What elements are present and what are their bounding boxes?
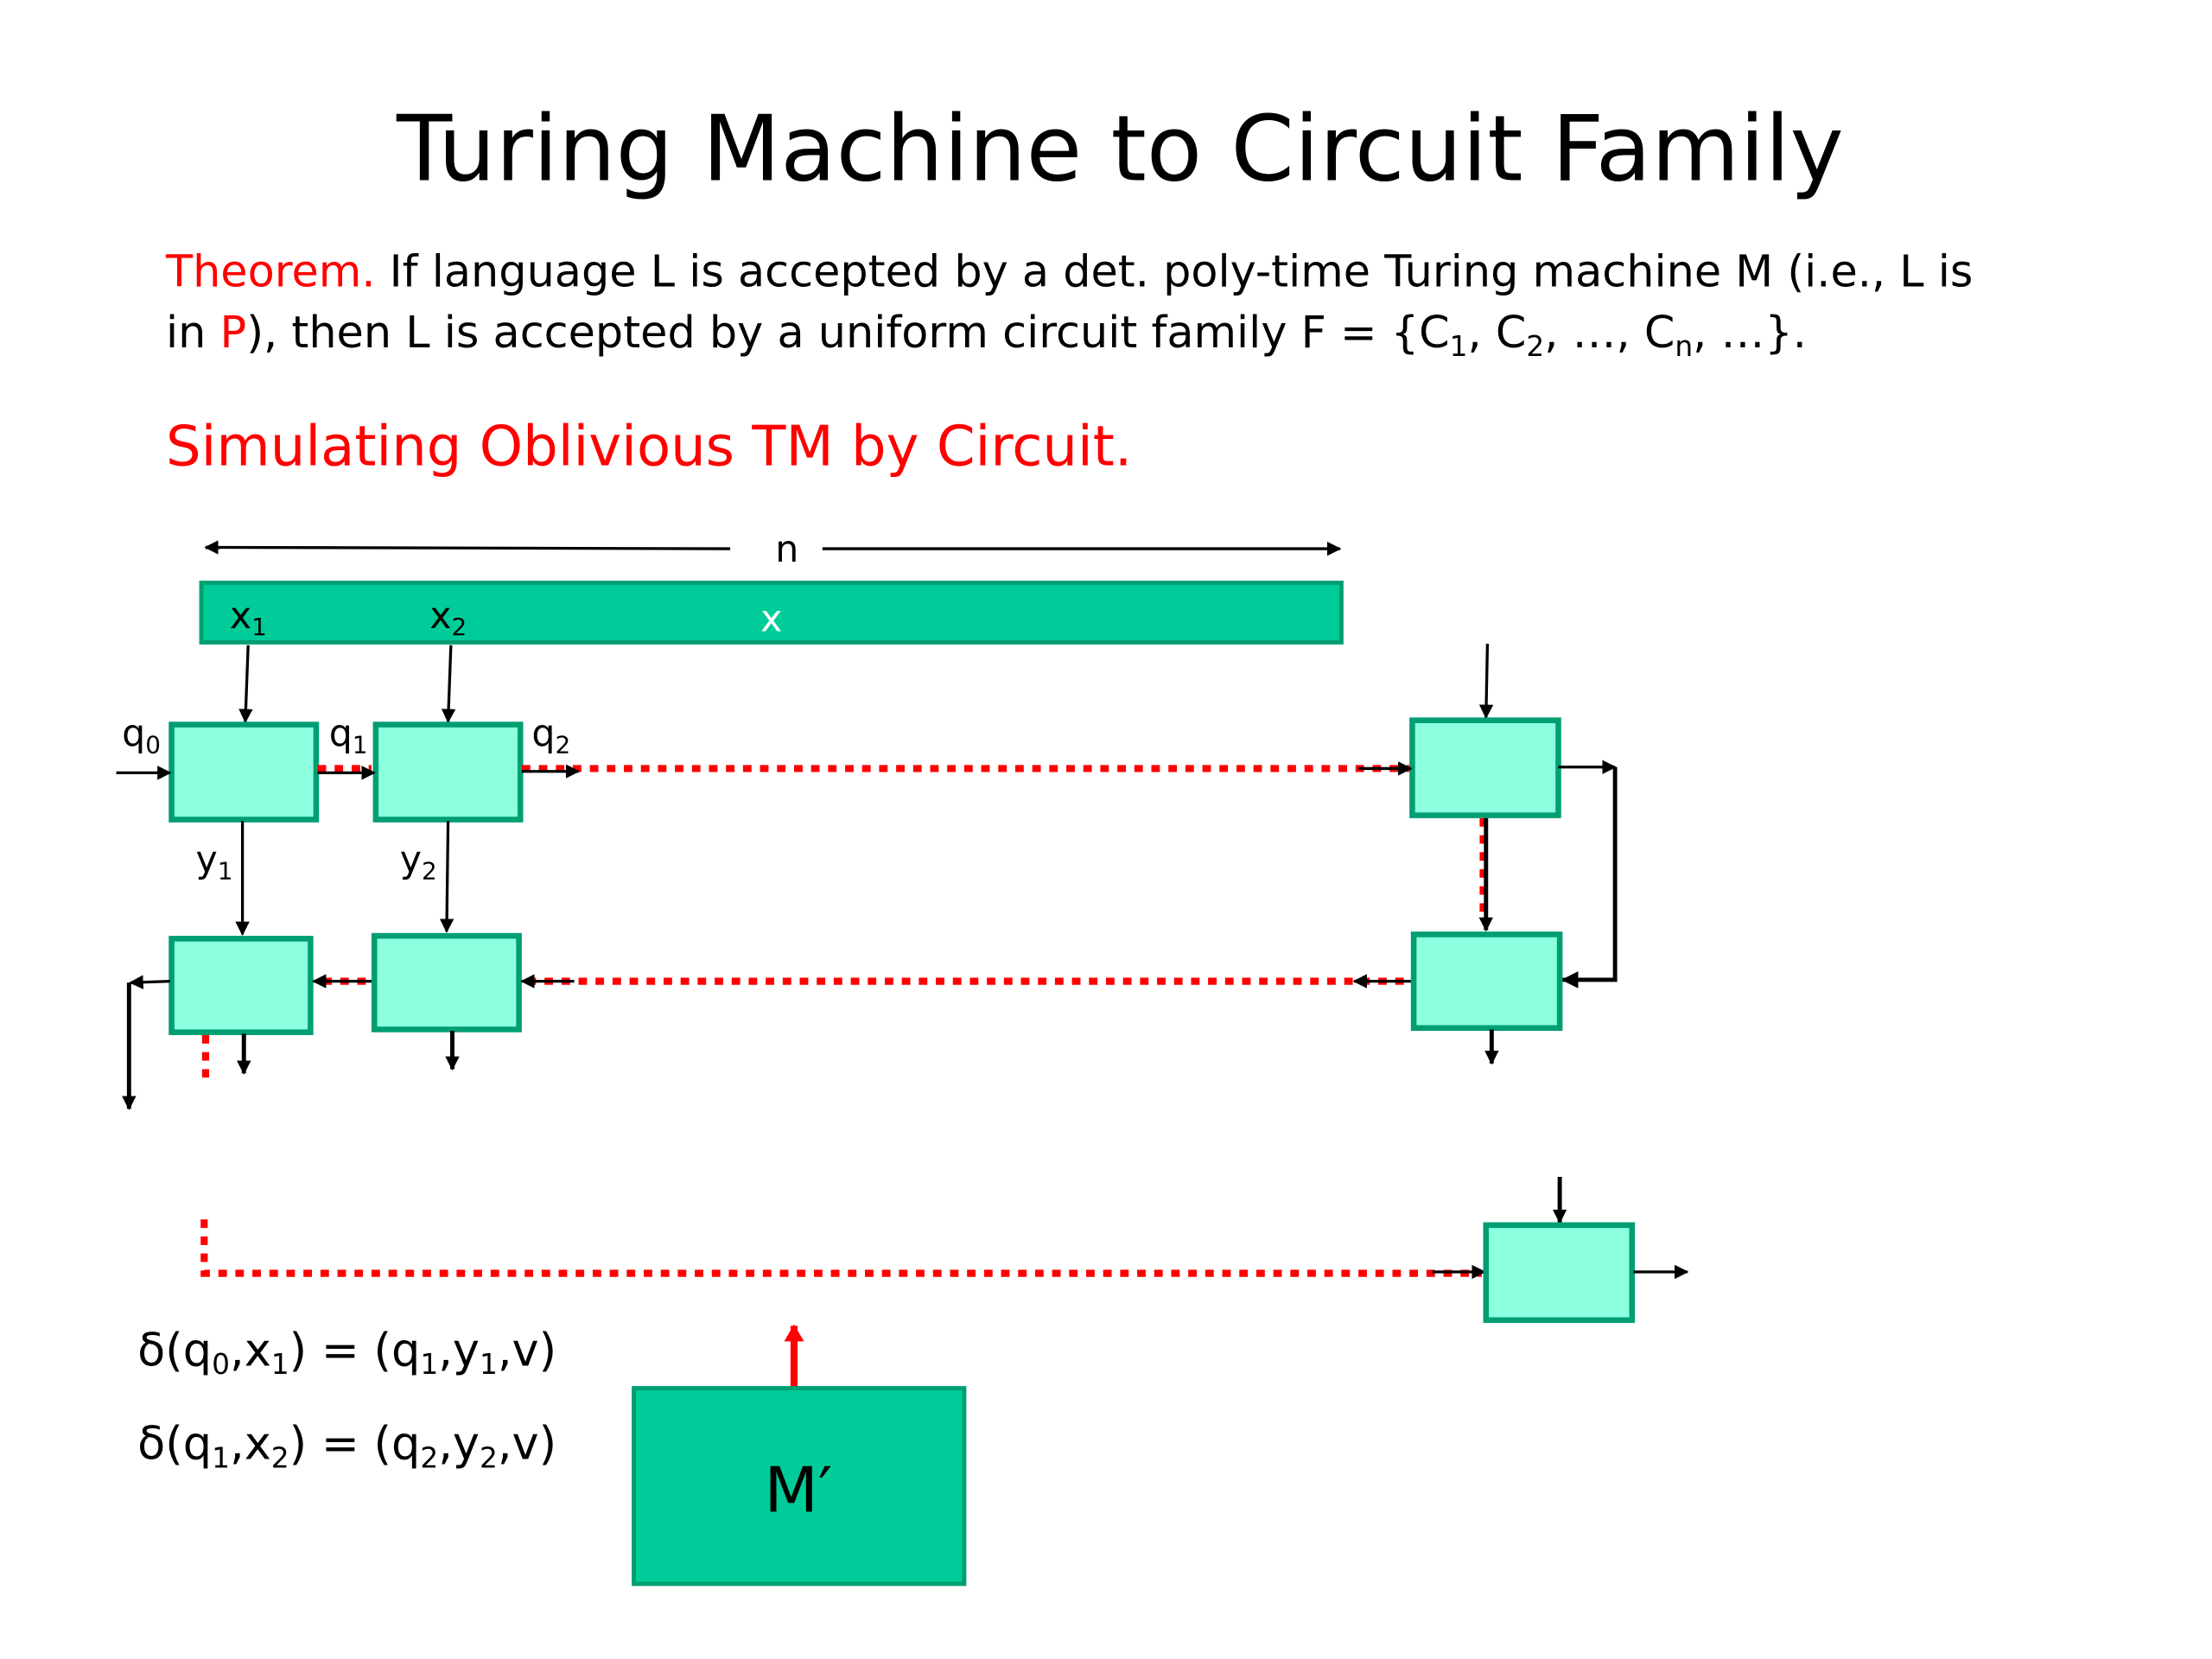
input-x2: x2	[429, 594, 467, 641]
cell-r2-c2	[371, 932, 522, 1033]
wire-r2-c1-out	[129, 975, 170, 989]
theorem-line-1: Theorem. If language L is accepted by a …	[165, 245, 1973, 296]
cell-r2-c1	[168, 936, 314, 1035]
tape-label: x	[760, 597, 782, 640]
wire-y2	[439, 821, 454, 933]
output-y2: y2	[400, 838, 437, 885]
complexity-class-p: P	[220, 307, 247, 358]
length-label: n	[775, 528, 798, 571]
wire-x2-to-cell	[441, 645, 456, 723]
state-q2: q2	[531, 712, 570, 759]
cell-r1-c2	[372, 721, 524, 823]
wire-xn-to-cell	[1478, 643, 1494, 719]
input-x1: x1	[230, 594, 267, 641]
sub-2: 2	[1526, 330, 1544, 363]
cell-final	[1483, 1222, 1636, 1324]
theorem-text-1: If language L is accepted by a det. poly…	[376, 245, 1974, 296]
dotted-bottom-path	[200, 1219, 1482, 1277]
output-y1: y1	[195, 838, 232, 885]
loop-arrowhead	[1560, 971, 1579, 988]
input-tape: x1 x2 x	[199, 581, 1344, 645]
state-q1: q1	[329, 712, 368, 759]
transition-1: δ(q0,x1) = (q1,y1,v)	[137, 1324, 556, 1381]
sep-1: , C	[1468, 307, 1527, 358]
section-subtitle: Simulating Oblivious TM by Circuit.	[166, 415, 1132, 479]
theorem-tail: , …}.	[1693, 307, 1807, 358]
state-q0: q0	[122, 712, 161, 759]
cell-r2-cn	[1410, 931, 1563, 1032]
slide-title: Turing Machine to Circuit Family	[396, 96, 1844, 201]
tape-bar	[199, 581, 1344, 645]
theorem-label: Theorem.	[165, 245, 376, 296]
transition-2: δ(q1,x2) = (q2,y2,v)	[137, 1418, 556, 1475]
theorem-text-2: ), then L is accepted by a uniform circu…	[246, 307, 1449, 358]
cell-r1-cn	[1409, 717, 1561, 818]
sub-n: n	[1675, 330, 1693, 363]
cell-r1-c1	[168, 721, 320, 823]
sep-2: , …, C	[1544, 307, 1675, 358]
length-indicator: n	[204, 528, 1342, 571]
machine-box	[632, 1386, 967, 1586]
length-arrow-left	[204, 540, 731, 555]
theorem-in: in	[166, 307, 220, 358]
wire-x1-to-cell	[238, 645, 253, 723]
sub-1: 1	[1450, 330, 1468, 363]
wire-loop-down	[1562, 766, 1618, 982]
theorem-line-2: in P), then L is accepted by a uniform c…	[166, 307, 1807, 363]
machine-label: M′	[765, 1454, 833, 1527]
